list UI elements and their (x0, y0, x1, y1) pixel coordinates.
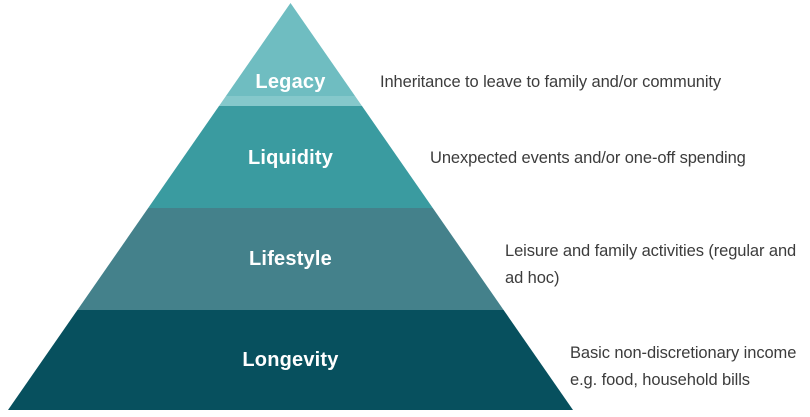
tier-label-longevity: Longevity (242, 349, 339, 371)
tier-label-lifestyle: Lifestyle (249, 248, 332, 270)
tier-description-legacy: Inheritance to leave to family and/or co… (380, 73, 722, 91)
tier-description-liquidity: Unexpected events and/or one-off spendin… (430, 149, 746, 167)
tier-description-lifestyle: Leisure and family activities (regular a… (505, 242, 797, 287)
tier-label-liquidity: Liquidity (247, 147, 334, 169)
tier-description-longevity: Basic non-discretionary income e.g. food… (570, 344, 797, 389)
tier-label-legacy: Legacy (255, 71, 326, 93)
pyramid-legacy-bottom-highlight (8, 96, 573, 106)
pyramid-tier-longevity (8, 310, 573, 410)
